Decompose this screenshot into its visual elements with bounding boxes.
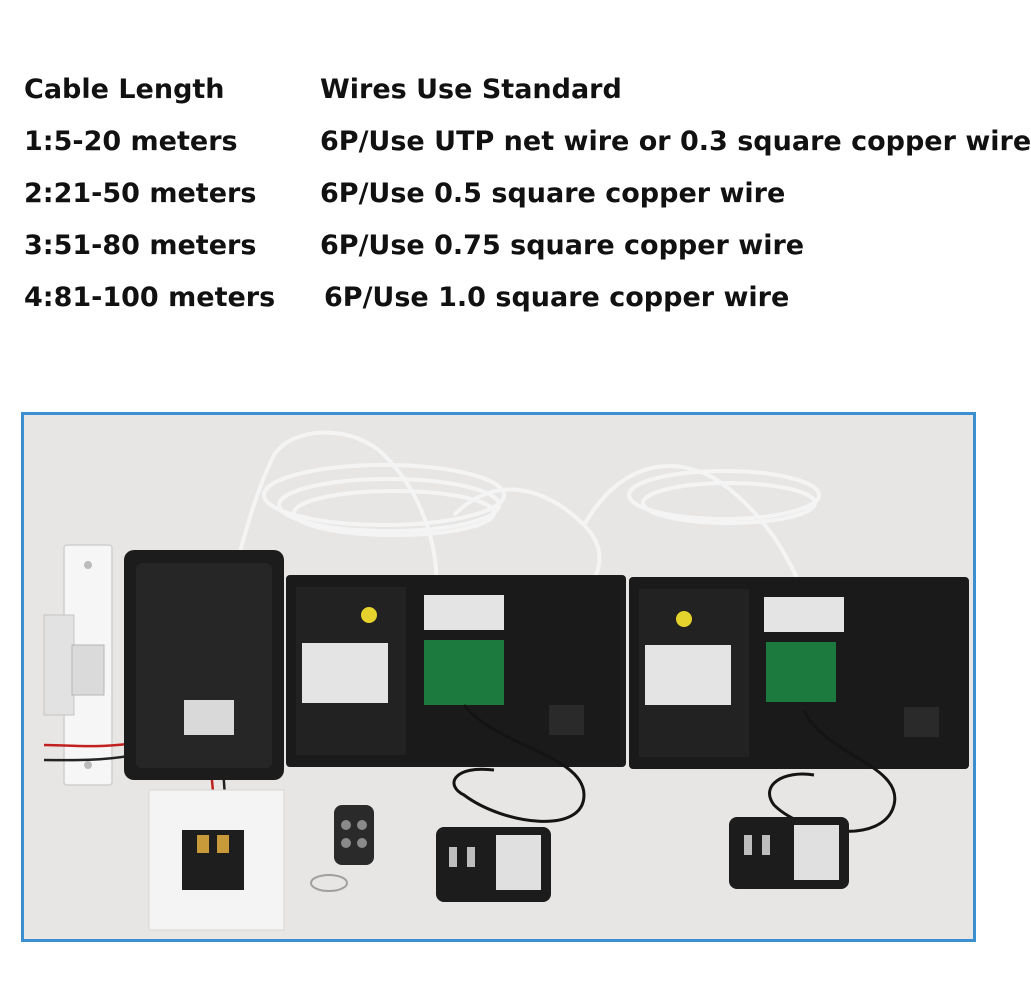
exit-button-panel <box>148 789 285 931</box>
door-strike-lock <box>43 544 113 786</box>
power-adapter-1 <box>436 827 551 902</box>
cable-coil-2a <box>627 469 821 521</box>
row-length: 4:81-100 meters <box>24 282 276 313</box>
row-standard: 6P/Use 0.75 square copper wire <box>320 230 805 261</box>
monitor-1-sticker <box>361 607 377 623</box>
adapter-2-label <box>794 825 839 880</box>
adapter-1-prong-b <box>467 847 475 867</box>
monitor-2-label <box>645 645 731 705</box>
monitor-1-label <box>302 643 388 703</box>
adapter-1-label <box>496 835 541 890</box>
monitor-2-pcb <box>766 642 836 702</box>
spec-row-2: 2:21-50 meters 6P/Use 0.5 square copper … <box>24 168 994 220</box>
strike-side-bracket <box>43 614 75 716</box>
adapter-2-prong-b <box>762 835 770 855</box>
row-length: 1:5-20 meters <box>24 126 238 157</box>
product-photo <box>21 412 976 942</box>
cable-coil-1a <box>262 463 506 527</box>
remote-button-4 <box>357 838 367 848</box>
strike-screw-hole-top <box>84 561 92 569</box>
remote-key-ring <box>310 874 348 892</box>
camera-back-panel <box>136 563 272 768</box>
monitor-1-connector-label <box>424 595 504 630</box>
adapter-2-prong-a <box>744 835 752 855</box>
strike-latch <box>71 644 105 696</box>
product-photo-illustration <box>24 415 973 939</box>
spec-row-3: 3:51-80 meters 6P/Use 0.75 square copper… <box>24 220 994 272</box>
exit-terminal-right <box>217 835 229 853</box>
remote-button-2 <box>357 820 367 830</box>
monitor-2-sticker <box>676 611 692 627</box>
indoor-monitor-1 <box>286 575 626 767</box>
power-cords <box>452 704 897 833</box>
monitor-2-connector-label <box>764 597 844 632</box>
indoor-monitor-2 <box>629 577 969 769</box>
row-standard: 6P/Use 0.5 square copper wire <box>320 178 786 209</box>
remote-button-3 <box>341 838 351 848</box>
row-standard: 6P/Use UTP net wire or 0.3 square copper… <box>320 126 1031 157</box>
exit-terminal-left <box>197 835 209 853</box>
spec-row-1: 1:5-20 meters 6P/Use UTP net wire or 0.3… <box>24 116 1031 168</box>
outdoor-camera-unit <box>124 550 284 780</box>
remote-key-fob <box>310 805 374 892</box>
monitor-1-pcb <box>424 640 504 705</box>
row-length: 2:21-50 meters <box>24 178 257 209</box>
adapter-1-prong-a <box>449 847 457 867</box>
header-cable-length: Cable Length <box>24 74 225 105</box>
power-cord-2 <box>768 709 897 833</box>
row-length: 3:51-80 meters <box>24 230 257 261</box>
cable-spec-table: Cable Length Wires Use Standard 1:5-20 m… <box>24 64 1031 324</box>
cable-coil-1b <box>277 477 501 533</box>
remote-button-1 <box>341 820 351 830</box>
spec-header-row: Cable Length Wires Use Standard <box>24 64 994 116</box>
monitor-2-speaker-grille <box>904 707 939 737</box>
power-adapter-2 <box>729 817 849 889</box>
row-standard: 6P/Use 1.0 square copper wire <box>324 282 790 313</box>
monitor-1-speaker-grille <box>549 705 584 735</box>
spec-row-4: 4:81-100 meters 6P/Use 1.0 square copper… <box>24 272 994 324</box>
power-cord-1 <box>452 704 586 823</box>
header-wires-standard: Wires Use Standard <box>320 74 622 105</box>
remote-body <box>334 805 374 865</box>
exit-panel-terminal <box>182 830 244 890</box>
cable-coil-1c <box>292 489 496 537</box>
cable-coil-2b <box>641 481 817 525</box>
strike-screw-hole-bottom <box>84 761 92 769</box>
camera-terminal-block <box>184 700 234 735</box>
